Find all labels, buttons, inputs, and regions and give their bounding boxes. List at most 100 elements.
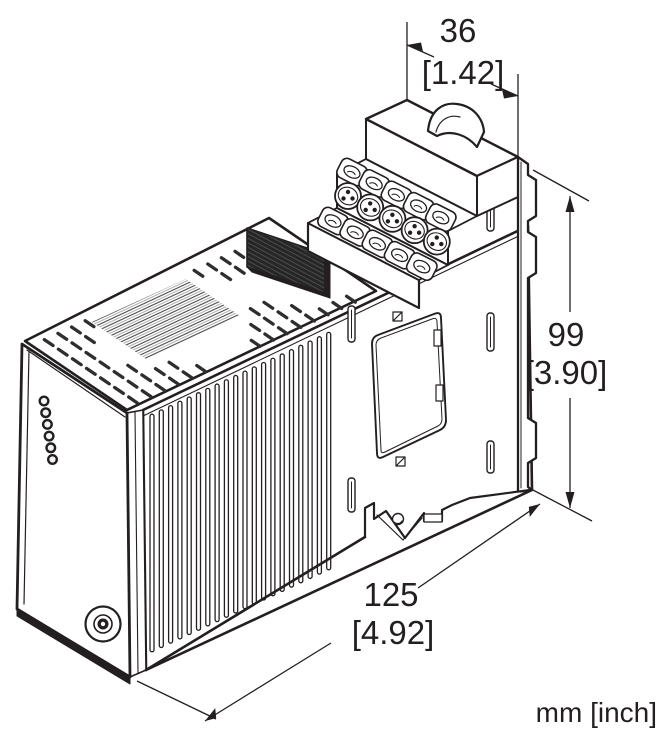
- dim-depth-inch: [4.92]: [352, 614, 435, 651]
- side-vent-slats: [149, 331, 332, 653]
- top-vent-slot: [127, 395, 140, 405]
- side-vent-slat: [279, 353, 285, 593]
- terminal-funnels-lower: [317, 206, 438, 282]
- front-bezel: [15, 342, 132, 685]
- top-vent-slot: [195, 363, 208, 374]
- top-vent-slot: [98, 360, 111, 370]
- top-vent-slot: [69, 325, 82, 335]
- side-vent-slat: [195, 392, 202, 631]
- top-vent-slot: [219, 256, 232, 266]
- dimension-width: 36 [1.42]: [406, 12, 519, 158]
- top-vent-slot: [249, 322, 262, 333]
- top-vent-slot: [317, 307, 330, 317]
- led-column: [38, 395, 59, 466]
- side-vent-slat: [223, 379, 230, 618]
- top-vent-slot: [233, 249, 246, 259]
- side-face: [141, 196, 534, 672]
- top-vent-slot: [262, 300, 275, 310]
- side-vent-slat: [242, 370, 248, 610]
- din-rail-steps: [516, 155, 538, 494]
- units-note: mm [inch]: [536, 697, 657, 728]
- top-vent-slot: [249, 338, 262, 348]
- led-indicator: [43, 430, 55, 442]
- top-vent-grid: [42, 249, 357, 405]
- terminal-screws: [334, 182, 451, 256]
- led-indicator: [45, 442, 57, 454]
- top-vent-slot: [181, 370, 194, 380]
- din-latch-inner: [435, 115, 461, 133]
- led-indicator: [41, 418, 53, 430]
- device-drawing: [15, 98, 538, 685]
- side-vent-slat: [326, 331, 332, 571]
- din-latch-tab: [426, 102, 486, 149]
- top-vent-slot: [112, 369, 125, 380]
- top-vent-slot: [84, 350, 97, 361]
- heatsink-block: [246, 227, 331, 299]
- top-vent-slot: [56, 347, 69, 357]
- led-indicator: [47, 454, 59, 466]
- side-vent-slat: [186, 396, 192, 636]
- panel-screw-hole: [392, 311, 406, 467]
- arrowhead: [205, 708, 217, 721]
- top-vent-slot: [248, 306, 261, 317]
- dim-depth-mm: 125: [363, 576, 418, 613]
- top-vent-slot: [167, 376, 180, 386]
- bezel-bottom-edge: [16, 608, 131, 685]
- side-cover-panel: [371, 311, 447, 467]
- terminal-funnel: [336, 157, 368, 187]
- arrowhead: [502, 89, 518, 99]
- top-face: [23, 216, 378, 412]
- top-vent-slot: [140, 373, 153, 383]
- top-vent-slot: [262, 316, 275, 326]
- led-indicator: [38, 395, 50, 407]
- terminal-screw: [334, 182, 362, 210]
- terminal-screw: [356, 193, 385, 222]
- dim-height-inch: [3.90]: [525, 354, 608, 391]
- top-vent-slot: [192, 268, 205, 278]
- terminal-funnels-upper: [336, 157, 457, 233]
- top-vent-slot: [331, 300, 344, 311]
- top-vent-slot: [290, 303, 303, 314]
- top-vent-slot: [290, 319, 303, 330]
- top-vent-slot: [153, 366, 166, 377]
- dim-width-mm: 36: [440, 12, 477, 49]
- top-vent-slot: [42, 337, 55, 348]
- terminal-funnel: [339, 217, 372, 247]
- top-vent-slot: [140, 389, 153, 399]
- dim-height-mm: 99: [548, 316, 585, 353]
- top-vent-slot: [276, 326, 289, 336]
- dim-width-inch: [1.42]: [422, 54, 505, 91]
- top-vent-slot: [220, 271, 233, 282]
- side-slot: [347, 305, 356, 343]
- din-clip-body: [363, 488, 532, 540]
- top-vent-slot: [83, 334, 96, 345]
- dimension-depth: 125 [4.92]: [136, 503, 541, 722]
- top-vent-slot: [56, 331, 69, 341]
- top-vent-slot: [70, 341, 83, 351]
- side-slot: [486, 312, 495, 352]
- dimension-height: 99 [3.90]: [525, 169, 608, 522]
- side-vent-slat: [251, 366, 257, 605]
- front-adjust-screw: [84, 605, 122, 643]
- side-vent-slat: [149, 413, 155, 653]
- side-vent-slat: [298, 344, 304, 584]
- side-vent-slat: [316, 336, 323, 575]
- top-vent-slot: [126, 363, 139, 373]
- side-slot: [347, 477, 356, 513]
- arrowhead: [565, 196, 575, 212]
- side-vent-slat: [307, 340, 313, 580]
- side-vent-slat: [167, 404, 174, 644]
- side-vent-slat: [233, 374, 239, 614]
- side-vent-slat: [214, 383, 220, 623]
- top-hatch-panel: [92, 279, 240, 359]
- side-vent-slat: [158, 409, 164, 649]
- rear-housing: [364, 98, 538, 494]
- side-vent-slat: [260, 361, 267, 601]
- terminal-screw: [400, 216, 429, 245]
- top-vent-slot: [154, 382, 167, 393]
- top-vent-slot: [112, 385, 125, 396]
- side-vent-slat: [288, 348, 295, 588]
- side-vent-slat: [177, 400, 183, 640]
